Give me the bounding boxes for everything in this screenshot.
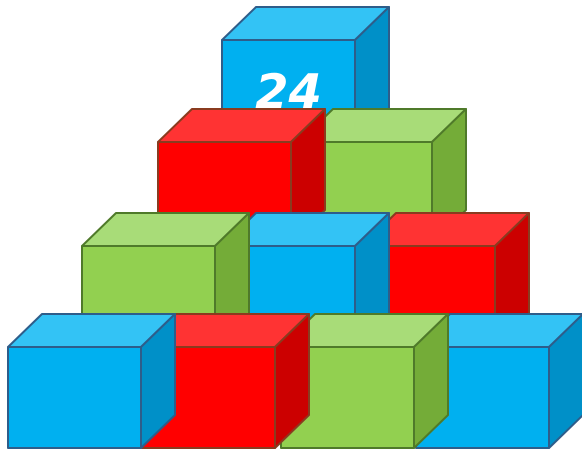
- block-front-face: [8, 347, 141, 448]
- block-blue-r1-1: [8, 314, 175, 448]
- pyramid-row-1: [8, 314, 582, 448]
